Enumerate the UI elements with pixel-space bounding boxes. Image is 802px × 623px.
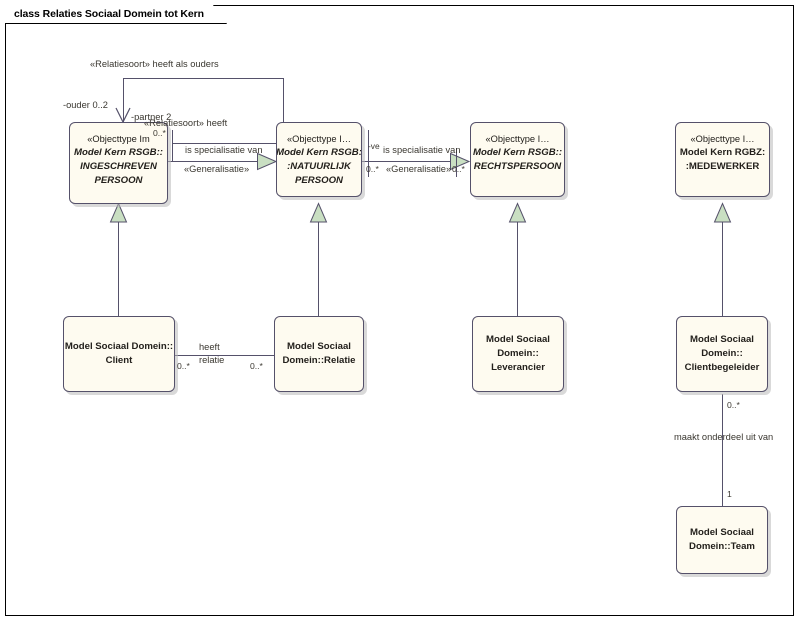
conn-partner-v1 <box>172 143 173 161</box>
label-gen1-text: is specialisatie van <box>185 145 263 155</box>
label-partner-mult-source: 0..* <box>153 128 166 138</box>
label-partner-role: -partner 2 <box>131 112 172 122</box>
class-package: Model Sociaal Domein:: <box>64 341 174 352</box>
diagram-frame-tab: class Relaties Sociaal Domein tot Kern <box>5 5 227 24</box>
label-gen2-mult-target: 0..* <box>452 164 465 174</box>
conn-gen-leverancier-triangle <box>508 202 527 223</box>
label-gen2-role-fragment: -ve <box>368 141 380 151</box>
label-client-relatie-line1: heeft <box>199 342 220 352</box>
class-package: Model Sociaal <box>486 334 550 345</box>
class-client[interactable]: Model Sociaal Domein:: Client <box>63 316 175 392</box>
conn-ouders-down-v <box>172 130 173 143</box>
label-heeft-relatiesoort: «Relatiesoort» heeft <box>144 118 228 128</box>
class-stereotype: «Objecttype I… <box>286 134 352 144</box>
class-package: Model Kern RSGB:: <box>73 147 163 158</box>
class-medewerker[interactable]: «Objecttype I… Model Kern RGBZ: :MEDEWER… <box>675 122 770 197</box>
conn-gen2-line <box>361 161 456 162</box>
class-name-line1: INGESCHREVEN <box>80 161 157 172</box>
conn-clientbegeleider-team-line <box>722 394 723 506</box>
conn-client-relatie-line <box>174 355 274 356</box>
conn-gen-relatie-triangle <box>309 202 328 223</box>
class-leverancier[interactable]: Model Sociaal Domein:: Leverancier <box>472 316 564 392</box>
conn-gen-leverancier-line <box>517 218 518 316</box>
conn-gen-client-line <box>118 218 119 316</box>
class-package: Model Sociaal <box>690 334 754 345</box>
label-gen2-stereotype: «Generalisatie» <box>386 164 452 174</box>
conn-gen-relatie-line <box>318 218 319 316</box>
class-stereotype: «Objecttype I… <box>485 134 550 144</box>
conn-ouders-top-h <box>123 78 283 79</box>
class-relatie[interactable]: Model Sociaal Domein::Relatie <box>274 316 364 392</box>
label-gen2-mult-source: 0..* <box>366 164 379 174</box>
class-name-line2: PERSOON <box>94 175 143 186</box>
class-team[interactable]: Model Sociaal Domein::Team <box>676 506 768 574</box>
conn-gen-clientbegeleider-triangle <box>713 202 732 223</box>
class-rechtspersoon[interactable]: «Objecttype I… Model Kern RSGB:: RECHTSP… <box>470 122 565 197</box>
conn-gen1-line <box>170 161 263 162</box>
class-ingeschreven-persoon[interactable]: «Objecttype Im Model Kern RSGB:: INGESCH… <box>69 122 168 204</box>
label-maakt-onderdeel-uit-van: maakt onderdeel uit van <box>674 432 774 442</box>
class-name-line1: :NATUURLIJK <box>287 161 351 172</box>
class-package: Model Sociaal <box>287 341 351 352</box>
class-name-line2: PERSOON <box>295 175 343 186</box>
diagram-frame <box>5 5 794 616</box>
label-client-relatie-line2: relatie <box>199 355 225 365</box>
label-heeft-als-ouders: «Relatiesoort» heeft als ouders <box>90 59 219 69</box>
class-name-line1: Domein:: <box>497 348 539 359</box>
label-client-relatie-mult-source: 0..* <box>177 361 190 371</box>
conn-gen2-bracket-v <box>368 130 369 177</box>
class-name-line1: Client <box>105 355 133 366</box>
class-package: Model Kern RSGB:: <box>473 147 563 158</box>
conn-ouders-right-v <box>283 78 284 143</box>
label-client-relatie-mult-target: 0..* <box>250 361 263 371</box>
class-name-line2: Leverancier <box>491 362 545 373</box>
class-name-line1: Domein::Team <box>689 541 755 552</box>
conn-ouders-bot-h <box>172 143 283 144</box>
class-name-line1: RECHTSPERSOON <box>473 161 562 172</box>
conn-gen2-triangle <box>450 152 471 171</box>
class-name-line2: Clientbegeleider <box>684 362 760 373</box>
class-natuurlijk-persoon[interactable]: «Objecttype I… Model Kern RSGB: :NATUURL… <box>276 122 362 197</box>
label-ouder-role: -ouder 0..2 <box>63 100 108 110</box>
class-clientbegeleider[interactable]: Model Sociaal Domein:: Clientbegeleider <box>676 316 768 392</box>
conn-gen2-bracket-v2 <box>456 148 457 177</box>
diagram-title: class Relaties Sociaal Domein tot Kern <box>14 8 204 20</box>
class-stereotype: «Objecttype I… <box>690 134 755 144</box>
class-package: Model Sociaal <box>690 527 754 538</box>
label-team-mult-source: 0..* <box>727 400 740 410</box>
label-gen2-text: is specialisatie van <box>383 145 461 155</box>
class-package: Model Kern RSGB: <box>276 147 362 158</box>
label-team-mult-target: 1 <box>727 489 732 499</box>
label-gen1-stereotype: «Generalisatie» <box>184 164 250 174</box>
class-name-line1: Domein:: <box>701 348 743 359</box>
class-package: Model Kern RGBZ: <box>679 147 766 158</box>
class-stereotype: «Objecttype Im <box>87 134 150 144</box>
conn-gen-client-triangle <box>109 202 128 223</box>
class-name-line1: Domein::Relatie <box>282 355 356 366</box>
class-name-line1: :MEDEWERKER <box>685 161 760 172</box>
conn-ouders-left-v <box>123 78 124 122</box>
conn-gen1-triangle <box>257 152 278 171</box>
conn-gen-clientbegeleider-line <box>722 218 723 316</box>
